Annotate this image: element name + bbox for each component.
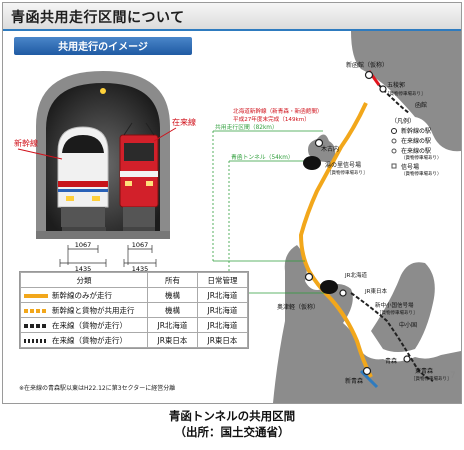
legend-owner: 機構 — [147, 287, 198, 303]
land-hokkaido-north — [351, 31, 461, 152]
station-shinhakodate — [364, 70, 374, 80]
figure-caption: 青函トンネルの共用区間 （出所：国土交通省） — [0, 408, 464, 440]
label-hokkaido-note-2: 平成27年度末完成（149km） — [233, 115, 310, 123]
shinkansen-train — [57, 126, 109, 227]
gauge-dimensions — [59, 245, 157, 267]
label-seikan-tunnel: 青函トンネル（54km） — [231, 153, 294, 161]
legend-row: 新幹線のみが走行 機構 JR北海道 — [20, 287, 249, 303]
label-shared-section: 共用走行区間（82km） — [215, 123, 278, 131]
caption-source: （出所：国土交通省） — [174, 425, 290, 439]
label-hakodate: 函館 — [415, 101, 427, 109]
station-kikonai — [314, 138, 324, 148]
legend-manager: JR北海道 — [196, 287, 249, 303]
track-bed — [36, 231, 170, 239]
legend-swatch-zairai-hokkaido — [24, 323, 48, 328]
tunnel-panel: 共用走行のイメージ 新幹線 — [3, 31, 201, 403]
land-matsumae — [308, 134, 336, 163]
label-aomori: 青森 — [385, 357, 397, 365]
legend-owner: JR北海道 — [147, 317, 198, 333]
land-natsudomari — [371, 262, 435, 352]
legend-owner: JR東日本 — [147, 332, 198, 348]
legend-manager: JR北海道 — [196, 317, 249, 333]
tunnel-light — [100, 88, 106, 94]
label-shinhakodate: 新函館（仮称） — [346, 61, 388, 69]
label-okutsugaru: 奥津軽（仮称） — [277, 303, 319, 311]
label-yunosato-sub: ［貨物停車場あり］ — [327, 169, 368, 176]
map-legend-title: （凡例） — [391, 117, 415, 125]
station-higashiaomori — [403, 355, 411, 363]
label-nakaoguni: 中小国 — [399, 321, 417, 329]
tunnel-portal-north — [303, 156, 321, 170]
label-yunosato: 湯の里信号場 — [325, 161, 361, 169]
banner-box — [14, 37, 192, 55]
title-bar: 青函共用走行区間について — [3, 3, 461, 31]
legend-manager: JR東日本 — [196, 332, 249, 348]
shinkansen-tohoku — [359, 369, 379, 389]
dim-bottom-left: 1435 — [75, 265, 92, 271]
shinkansen-line-dash — [300, 102, 372, 378]
freight-locomotive — [119, 122, 159, 227]
leader-shinkansen — [17, 148, 63, 160]
label-shinkanosho-sub: ［貨物停車場あり］ — [377, 309, 418, 316]
legend-swatch-shared — [24, 308, 48, 313]
station-nakaoguni — [339, 289, 347, 297]
route-legend-table: 分類 所有 日常管理 新幹線のみが走行 機構 JR北海道 新幹線と貨物が共用走行… — [19, 271, 249, 349]
tunnel-illustration: 共用走行のイメージ 新幹線 — [14, 37, 196, 271]
zairai-hakodate — [378, 84, 410, 114]
legend-row: 新幹線と貨物が共用走行 機構 JR北海道 — [20, 302, 249, 318]
label-zairai: 在来線 — [172, 117, 196, 127]
legend-label: 新幹線と貨物が共用走行 — [52, 305, 135, 315]
legend-swatch-zairai-east — [24, 338, 48, 343]
map-legend-sub-3: （貨物停車場あり） — [401, 170, 442, 177]
label-kikonai: 木古内 — [321, 145, 339, 153]
label-jr-east: JR東日本 — [364, 287, 387, 295]
map-legend: （凡例） 新幹線の駅 在来線の駅 在来線の駅 （貨物停車場あり） 信号場 （貨物… — [391, 117, 442, 177]
dim-top-left: 1067 — [75, 241, 92, 249]
label-higashiaomori: 東青森 — [415, 367, 433, 375]
legend-header-manager: 日常管理 — [196, 272, 249, 288]
page-number: 7 — [450, 371, 456, 381]
legend-row: 在来線（貨物が走行） JR北海道 JR北海道 — [20, 317, 249, 333]
map-legend-item-2: 在来線の駅 — [401, 147, 431, 155]
map-legend-sym-2 — [391, 148, 397, 154]
legend-manager: JR北海道 — [196, 302, 249, 318]
label-shinkansen: 新幹線 — [14, 138, 38, 148]
dim-top-right: 1067 — [132, 241, 149, 249]
legend-label: 在来線（貨物が走行） — [52, 335, 127, 345]
tunnel-portal-south — [320, 280, 338, 294]
zairai-tsugaru — [350, 292, 434, 382]
dim-bottom-right: 1435 — [132, 265, 149, 271]
legend-header-category: 分類 — [20, 272, 148, 288]
map-legend-item-1: 在来線の駅 — [401, 137, 431, 145]
label-jr-hokkaido: JR北海道 — [344, 271, 367, 279]
legend-footnote: ※在来線の青森駅以東はH22.12に第3セクターに経営分離 — [19, 385, 176, 392]
caption-title: 青函トンネルの共用区間 — [168, 409, 296, 423]
label-higashiaomori-sub: ［貨物停車場あり］ — [411, 375, 452, 382]
label-shinaomori: 新青森 — [345, 377, 363, 385]
map-legend-item-3: 信号場 — [401, 163, 419, 171]
map-legend-sub-2: （貨物停車場あり） — [401, 154, 442, 161]
map-legend-sym-3 — [391, 163, 397, 169]
legend-row: 在来線（貨物が走行） JR東日本 JR東日本 — [20, 332, 249, 348]
station-goryokaku — [379, 85, 387, 93]
label-goryokaku: 五稜郭 — [387, 81, 405, 89]
legend-label: 在来線（貨物が走行） — [52, 320, 127, 330]
legend-swatch-shinkansen — [24, 293, 48, 298]
legend-header-owner: 所有 — [147, 272, 198, 288]
leader-zairai — [153, 127, 177, 142]
station-shinaomori — [362, 366, 372, 376]
map-legend-sym-0 — [391, 128, 397, 134]
slide: 青函共用走行区間について 共用走行のイメージ — [2, 2, 462, 404]
label-hokkaido-note-1: 北海道新幹線（新青森・新函館間） — [233, 107, 323, 115]
legend-owner: 機構 — [147, 302, 198, 318]
station-okutsugaru — [304, 272, 314, 282]
banner-text: 共用走行のイメージ — [58, 40, 148, 53]
legend-label: 新幹線のみが走行 — [52, 290, 112, 300]
label-shinkanosho: 新中小国信号場 — [375, 301, 414, 309]
map-legend-item-0: 新幹線の駅 — [401, 127, 431, 135]
map-legend-sym-1 — [391, 138, 397, 144]
page-title: 青函共用走行区間について — [11, 10, 185, 26]
label-goryokaku-sub: ［貨物停車場あり］ — [385, 90, 426, 97]
